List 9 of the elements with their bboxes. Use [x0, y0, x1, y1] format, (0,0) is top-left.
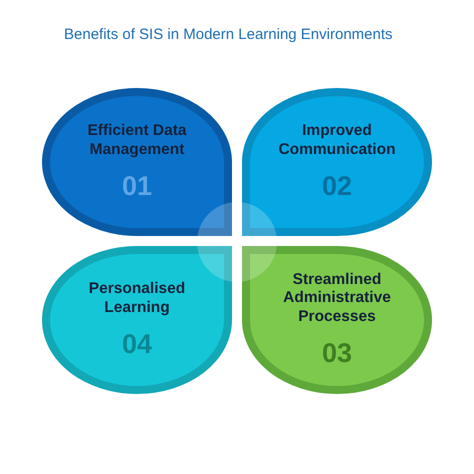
step-number: 01	[122, 171, 152, 202]
step-number: 02	[322, 171, 352, 202]
petal-heading: Streamlined Administrative Processes	[282, 270, 392, 326]
petal-heading: Personalised Learning	[88, 280, 186, 318]
title: Benefits of SIS in Modern Learning Environments	[64, 26, 393, 43]
petal-heading: Improved Communication	[277, 122, 397, 160]
step-number: 03	[322, 338, 352, 370]
step-number: 04	[122, 329, 152, 360]
petal-heading: Efficient Data Management	[86, 122, 188, 160]
